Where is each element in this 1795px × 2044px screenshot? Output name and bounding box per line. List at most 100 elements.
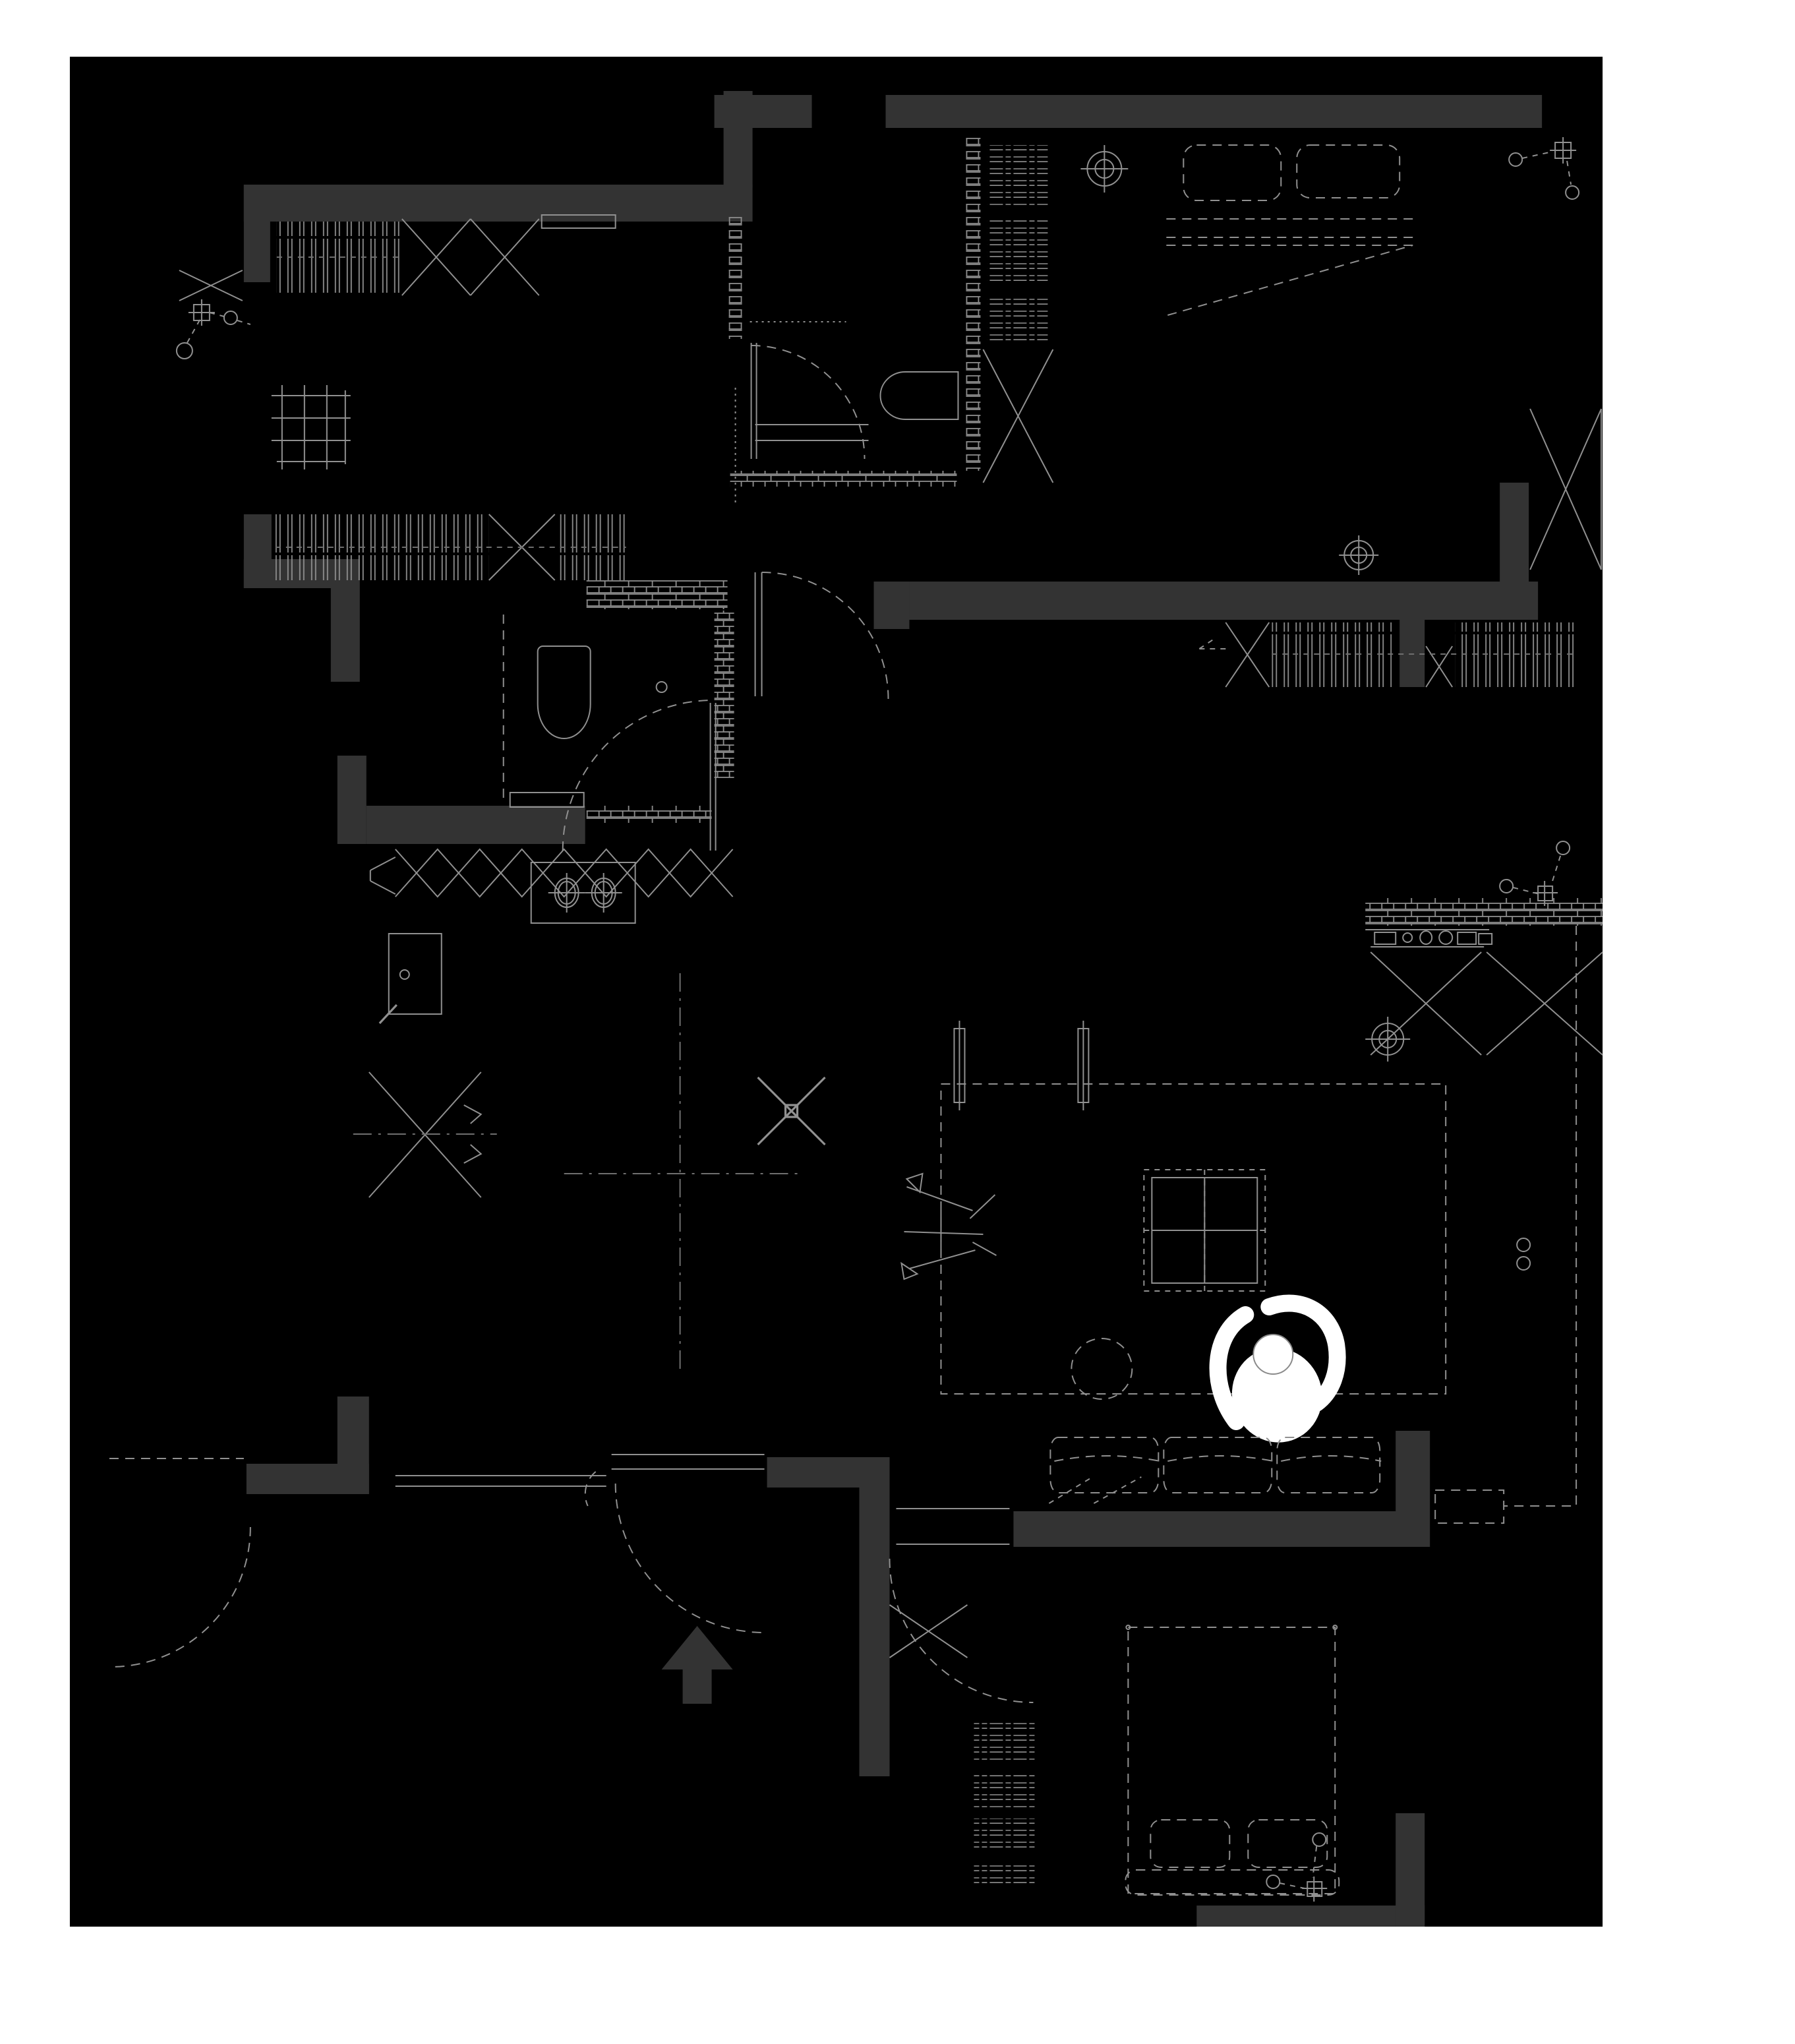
wall-top-band-a — [714, 95, 812, 128]
sofa-cushion-dashed — [1163, 1437, 1273, 1493]
wall-top-left-leg — [243, 185, 270, 282]
window-cross-icon — [469, 218, 540, 296]
pillow-dashed — [1183, 144, 1282, 201]
radiator-ladder — [974, 1819, 1036, 1853]
door-swing-arc — [761, 572, 889, 700]
toilet-icon — [879, 371, 959, 420]
door-swing-arc — [751, 345, 866, 460]
wall-sofa — [1013, 1511, 1430, 1547]
door-panel — [378, 933, 442, 1025]
sofa-cushions — [1049, 1437, 1382, 1493]
counter-end — [369, 857, 396, 895]
grid-table — [271, 385, 351, 469]
towel-radiator-ladder — [987, 219, 1048, 282]
wall-left-step-down — [330, 588, 360, 682]
counter-zigzag — [395, 848, 734, 898]
curtain-pin-icon — [1077, 1021, 1090, 1110]
bathroom-mid-left — [502, 580, 734, 851]
door-jamb — [754, 572, 763, 696]
dashed-service-line — [1504, 926, 1577, 1507]
wall-shelf — [541, 214, 616, 229]
tiled-wall-bottom — [586, 806, 712, 823]
window-cross-icon — [1486, 951, 1603, 1056]
sofa-cushion-dashed — [1049, 1437, 1160, 1493]
window-cross-icon — [1225, 622, 1270, 688]
entry — [109, 1454, 765, 1704]
wall-bottom-left-horiz — [246, 1464, 369, 1494]
datum-target-icon — [1080, 145, 1129, 193]
counter-zigzag — [395, 848, 734, 898]
cushion-seam — [1281, 1455, 1382, 1462]
balcony-door-dashes — [1048, 1476, 1142, 1504]
living-room — [896, 1017, 1447, 1545]
entry-door-swing-arc — [614, 1483, 765, 1633]
wall-mid-long — [909, 582, 1539, 620]
tiled-wall-top — [586, 580, 728, 609]
wall-sofa-vert — [1396, 1431, 1430, 1511]
coffee-table-grid — [1143, 1169, 1266, 1292]
pouf-dashed-circle — [1071, 1338, 1133, 1400]
pillow-dashed — [1150, 1819, 1231, 1868]
door-handle — [378, 1004, 397, 1025]
bed-dashed-outline — [1127, 1627, 1336, 1894]
window-cross-tall — [1529, 408, 1603, 570]
cushion-seam — [1167, 1455, 1274, 1462]
towel-radiator-ladder — [987, 145, 1048, 208]
datum-target-icon — [1339, 535, 1379, 575]
dressing-mid-right — [1198, 535, 1575, 688]
section-circle — [223, 311, 238, 325]
section-marker-top-left — [175, 270, 251, 359]
corridor-center — [353, 388, 889, 1371]
bathroom-top — [728, 212, 959, 487]
sofa-cushion-dashed — [1276, 1437, 1381, 1493]
window-cross-icon — [401, 218, 471, 296]
section-marker-top-right — [1508, 137, 1580, 200]
wall-mid-stub — [873, 582, 910, 629]
drawing-canvas — [69, 57, 1603, 1927]
balcony-door-frame — [896, 1508, 1010, 1545]
bed-corner-dot — [1332, 1625, 1338, 1630]
radiator-ladder — [974, 1774, 1036, 1808]
curtain-pin-icon — [953, 1021, 966, 1110]
fan-cross-icon — [757, 1076, 826, 1146]
door-stop-circle — [1516, 1256, 1531, 1271]
bedroom-top-left — [175, 214, 616, 469]
doorway-lines — [755, 424, 869, 441]
hall-opening-lines — [395, 1475, 606, 1487]
pillow-dashed — [1247, 1819, 1328, 1868]
wall-entry-horiz — [767, 1457, 890, 1488]
wardrobe-cross — [982, 349, 1054, 483]
tiled-wall-band — [1365, 898, 1603, 926]
wall-left-lower — [337, 756, 367, 844]
wall-bottom-right-horiz — [1196, 1906, 1425, 1927]
bath-shelf — [509, 792, 585, 808]
door-knob-icon — [399, 969, 410, 980]
section-marker-bottom — [1266, 1832, 1328, 1902]
wall-entry-vert — [859, 1488, 890, 1776]
entrance-arrow-icon — [661, 1626, 733, 1704]
kitchen — [369, 848, 734, 924]
datum-target-icon — [1365, 1017, 1411, 1062]
door-swing-arc — [562, 700, 713, 851]
tiled-wall-column — [728, 212, 742, 339]
washer-hookup-fixtures — [1365, 929, 1493, 947]
entry-door-swing-arc-small — [584, 1471, 597, 1507]
wardrobe-hatch — [1272, 622, 1392, 687]
wall-top-left-band — [243, 185, 753, 222]
bedroom-top-right — [966, 133, 1580, 483]
bed-corner-dot — [1125, 1625, 1131, 1630]
door-panel-rect — [388, 933, 442, 1015]
vent-dashed-box — [1434, 1489, 1505, 1524]
headboard — [1125, 1869, 1340, 1896]
blanket-fold-diagonal — [1167, 245, 1413, 316]
wall-top-band-b — [885, 95, 1543, 128]
toilet-icon — [537, 646, 591, 739]
radiator-ladder — [974, 1863, 1036, 1887]
wall-right-l-vert — [1500, 483, 1529, 620]
entry-door-frame — [611, 1454, 765, 1470]
tiled-wall-strip — [966, 133, 981, 471]
tiled-wall-bottom — [730, 471, 957, 487]
cushion-seam — [1054, 1455, 1160, 1462]
angle-mark — [1198, 638, 1226, 649]
